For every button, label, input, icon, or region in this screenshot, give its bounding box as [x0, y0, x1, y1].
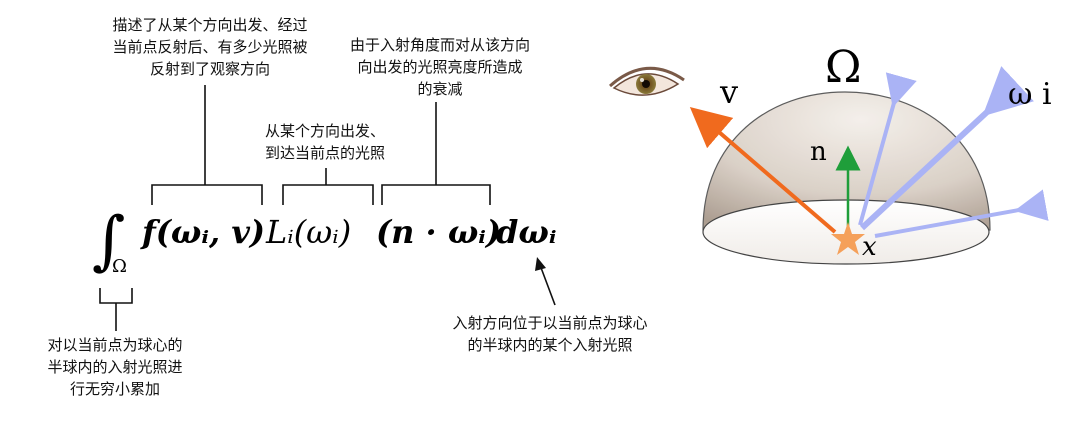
incident-annotation-line-1: 从某个方向出发、 [264, 122, 385, 140]
point-label: x [862, 232, 877, 262]
brdf-term: f(ωᵢ, v) [140, 213, 265, 251]
normal-label: n [810, 137, 827, 167]
domega-annotation-line-1: 入射方向位于以当前点为球心 [452, 314, 648, 332]
domega-annotation: 入射方向位于以当前点为球心 的半球内的某个入射光照 [430, 312, 670, 356]
cosine-annotation-line-2: 向出发的光照亮度所造成 [357, 58, 523, 76]
brdf-annotation-line-2: 当前点反射后、有多少光照被 [112, 38, 308, 56]
brdf-annotation: 描述了从某个方向出发、经过 当前点反射后、有多少光照被 反射到了观察方向 [60, 14, 360, 80]
radiance-term: Lᵢ(ωᵢ) [265, 213, 351, 251]
incident-annotation-line-2: 到达当前点的光照 [264, 144, 385, 162]
incident-annotation: 从某个方向出发、 到达当前点的光照 [230, 120, 420, 164]
integral-annotation: 对以当前点为球心的 半球内的入射光照进 行无穷小累加 [20, 334, 210, 400]
cosine-bracket [381, 102, 491, 205]
cosine-annotation-line-3: 的衰减 [417, 80, 463, 98]
view-label: v [719, 73, 738, 111]
domega-arrow [535, 257, 556, 306]
integral-bracket [99, 288, 133, 331]
incident-bracket [282, 168, 374, 205]
integral-annotation-line-1: 对以当前点为球心的 [47, 336, 183, 354]
incident-arrow-1 [858, 72, 917, 226]
brdf-annotation-line-1: 描述了从某个方向出发、经过 [112, 16, 308, 34]
integral-domain: Ω [112, 256, 127, 277]
omega-label: Ω [825, 42, 861, 93]
view-arrow [689, 106, 837, 234]
integral-annotation-line-2: 半球内的入射光照进 [47, 358, 183, 376]
point-star-icon [831, 222, 865, 255]
cosine-annotation: 由于入射角度而对从该方向 向出发的光照亮度所造成 的衰减 [335, 34, 545, 100]
incident-label: ω i [1008, 77, 1052, 112]
brdf-annotation-line-3: 反射到了观察方向 [149, 60, 270, 78]
brdf-bracket [151, 85, 263, 205]
cosine-annotation-line-1: 由于入射角度而对从该方向 [349, 36, 530, 54]
measure-term: dωᵢ [496, 213, 557, 251]
integral-annotation-line-3: 行无穷小累加 [69, 380, 160, 398]
domega-annotation-line-2: 的半球内的某个入射光照 [467, 336, 633, 354]
incident-arrow-2 [859, 66, 1034, 231]
cosine-term: (n · ωᵢ) [376, 213, 501, 251]
integral-sign: ∫ [92, 204, 125, 278]
incident-arrow-3 [874, 189, 1049, 238]
eye-icon [609, 66, 685, 96]
